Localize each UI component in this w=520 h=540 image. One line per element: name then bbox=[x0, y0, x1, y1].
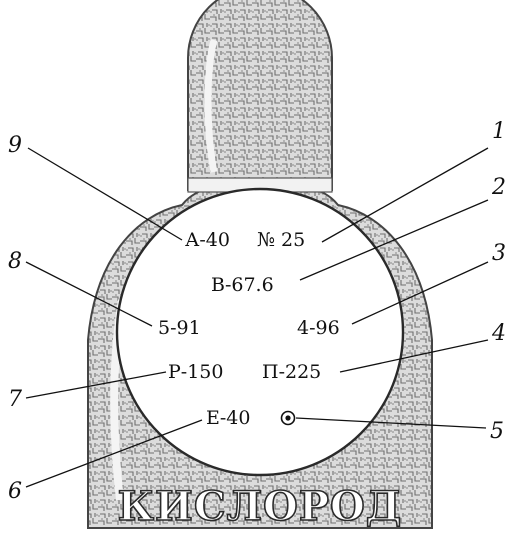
leader-4 bbox=[339, 339, 489, 373]
cap-highlight bbox=[204, 39, 218, 173]
leader-1 bbox=[321, 147, 489, 243]
callout-9: 9 bbox=[8, 133, 22, 158]
callout-4: 4 bbox=[491, 321, 506, 346]
registered-circle-icon bbox=[280, 410, 296, 426]
leader-8 bbox=[25, 261, 153, 327]
stamp-p-value: Р-150 bbox=[168, 361, 223, 383]
callout-5: 5 bbox=[490, 419, 504, 444]
stamp-left-code: 5-91 bbox=[158, 317, 201, 339]
leader-7 bbox=[25, 371, 167, 399]
leader-3 bbox=[351, 261, 489, 325]
leader-2 bbox=[299, 199, 489, 281]
callout-1: 1 bbox=[492, 119, 506, 144]
callout-8: 8 bbox=[8, 249, 22, 274]
stamp-a-value: А-40 bbox=[185, 229, 230, 251]
brand-text: КИСЛОРОД bbox=[118, 483, 403, 530]
leader-6 bbox=[25, 419, 203, 488]
stamp-serial-number: № 25 bbox=[257, 229, 305, 251]
leader-5 bbox=[295, 417, 487, 429]
callout-6: 6 bbox=[8, 479, 22, 504]
stamp-right-code: 4-96 bbox=[297, 317, 340, 339]
callout-2: 2 bbox=[491, 175, 506, 200]
stamp-e-value: Е-40 bbox=[206, 407, 250, 429]
stamp-b-value: В-67.6 bbox=[211, 274, 274, 296]
callout-3: 3 bbox=[492, 241, 506, 266]
stamp-ring bbox=[115, 187, 405, 477]
stamp-pi-value: П-225 bbox=[262, 361, 321, 383]
leader-9 bbox=[27, 147, 183, 241]
callout-7: 7 bbox=[8, 387, 22, 412]
